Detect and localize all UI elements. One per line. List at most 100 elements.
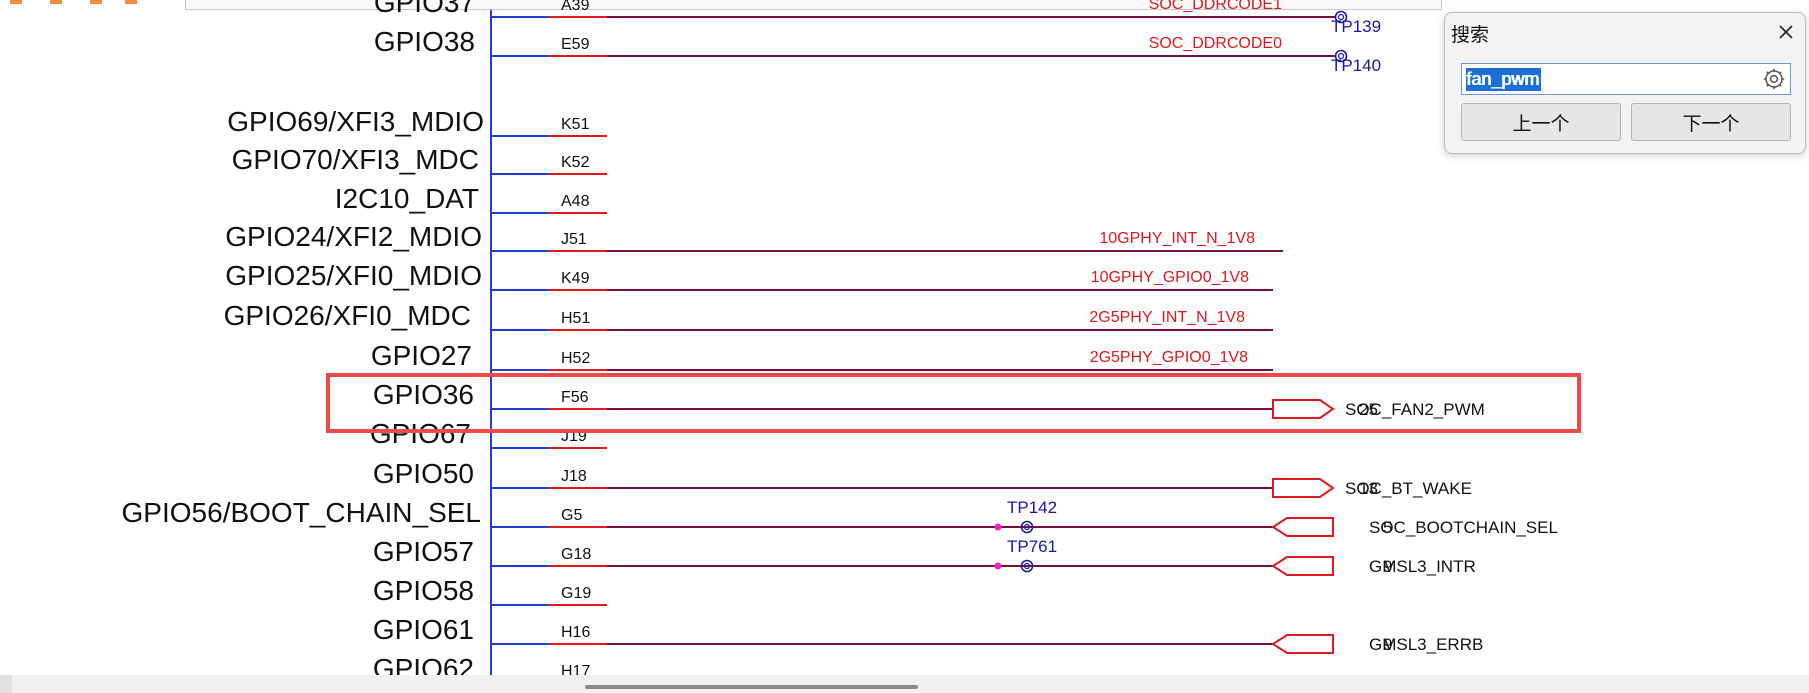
pin-name[interactable]: GPIO36	[373, 379, 474, 410]
pin-name[interactable]: GPIO24/XFI2_MDIO	[225, 221, 482, 252]
pin-name[interactable]: GPIO26/XFI0_MDC	[224, 300, 471, 331]
schematic-row: I2C10_DAT A48	[335, 183, 607, 214]
toolbar-fragment	[10, 0, 22, 4]
gear-icon[interactable]	[1762, 67, 1786, 91]
pin-name[interactable]: GPIO56/BOOT_CHAIN_SEL	[122, 497, 481, 528]
ball-number: E59	[561, 36, 590, 53]
port-label[interactable]: SOC_FAN2_PWM	[1345, 400, 1485, 419]
pin-name[interactable]: GPIO61	[373, 614, 474, 645]
junction-dot	[994, 523, 1002, 531]
port-label[interactable]: GMSL3_ERRB	[1369, 635, 1483, 654]
ball-number: K51	[561, 116, 590, 133]
test-point-label[interactable]: TP142	[1007, 498, 1057, 517]
test-point-icon[interactable]	[1020, 559, 1034, 573]
ball-number: A39	[561, 0, 590, 14]
port-page-number: 9	[1383, 557, 1392, 576]
ball-number: H16	[561, 624, 590, 641]
net-label[interactable]: 10GPHY_INT_N_1V8	[1099, 230, 1255, 247]
schematic-row: GPIO25/XFI0_MDIO K49 10GPHY_GPIO0_1V8	[225, 260, 1273, 291]
scrollbar-left-end	[0, 675, 12, 693]
previous-button[interactable]: 上一个	[1461, 103, 1621, 141]
schematic-row: GPIO69/XFI3_MDIO K51	[227, 106, 607, 137]
input-port-arrow[interactable]	[1271, 517, 1334, 537]
search-input[interactable]	[1466, 67, 1756, 91]
ball-number: G18	[561, 546, 591, 563]
test-point-label[interactable]: TP761	[1007, 537, 1057, 556]
input-port-arrow[interactable]	[1271, 634, 1334, 654]
port-label[interactable]: GMSL3_INTR	[1369, 557, 1476, 576]
pin-name[interactable]: GPIO69/XFI3_MDIO	[227, 106, 484, 137]
next-button[interactable]: 下一个	[1631, 103, 1791, 141]
pin-name[interactable]: GPIO27	[371, 340, 472, 371]
schematic-row: GPIO58 G19	[373, 575, 607, 606]
test-point-icon[interactable]	[1020, 520, 1034, 534]
net-label[interactable]: SOC_DDRCODE0	[1149, 35, 1282, 52]
pin-name[interactable]: GPIO62	[373, 653, 474, 675]
port-label[interactable]: SOC_BOOTCHAIN_SEL	[1369, 518, 1558, 537]
ball-number: K52	[561, 154, 590, 171]
toolbar-fragment	[90, 0, 102, 4]
junction-dot	[994, 562, 1002, 570]
ball-number: K49	[561, 270, 590, 287]
test-point-label[interactable]: TP139	[1331, 17, 1381, 36]
test-point-inner	[1023, 523, 1031, 531]
horizontal-scrollbar[interactable]	[0, 675, 1809, 693]
pin-name[interactable]: GPIO38	[374, 26, 475, 57]
port-page-number: 13	[1359, 479, 1378, 498]
schematic-row: GPIO70/XFI3_MDC K52	[232, 144, 607, 175]
search-field[interactable]: fan_pwm	[1461, 63, 1791, 95]
test-point-label[interactable]: TP140	[1331, 56, 1381, 75]
net-label[interactable]: 2G5PHY_GPIO0_1V8	[1090, 349, 1248, 366]
port-label[interactable]: SOC_BT_WAKE	[1345, 479, 1472, 498]
output-port-arrow[interactable]	[1272, 399, 1335, 419]
net-label[interactable]: 2G5PHY_INT_N_1V8	[1089, 309, 1245, 326]
test-point-icon[interactable]	[1334, 10, 1348, 24]
pin-name[interactable]: GPIO70/XFI3_MDC	[232, 144, 479, 175]
search-dialog-title: 搜索	[1451, 25, 1490, 46]
pin-name[interactable]: GPIO37	[374, 0, 475, 18]
pin-name[interactable]: GPIO58	[373, 575, 474, 606]
pin-name[interactable]: GPIO67	[370, 418, 471, 449]
search-dialog[interactable]: 搜索 fan_pwm 上一个 下一个	[1444, 12, 1806, 154]
pin-name[interactable]: GPIO57	[373, 536, 474, 567]
close-button[interactable]	[1773, 19, 1799, 45]
test-point-icon[interactable]	[1334, 49, 1348, 63]
port-page-number: 25	[1359, 400, 1378, 419]
ball-number: F56	[561, 389, 589, 406]
search-result-highlight	[326, 373, 1581, 433]
pin-name[interactable]: GPIO25/XFI0_MDIO	[225, 260, 482, 291]
net-label[interactable]: 10GPHY_GPIO0_1V8	[1091, 269, 1249, 286]
schematic-row: GPIO62 H17	[373, 653, 591, 675]
toolbar-fragment	[50, 0, 62, 4]
output-port-arrow[interactable]	[1272, 478, 1335, 498]
port-page-number: 5	[1383, 518, 1392, 537]
scrollbar-thumb[interactable]	[585, 685, 918, 689]
top-toolbar-edge	[185, 0, 1442, 10]
ball-number: H17	[561, 663, 590, 675]
ball-number: A48	[561, 193, 590, 210]
input-port-arrow[interactable]	[1271, 556, 1334, 576]
close-icon	[1779, 25, 1793, 39]
net-label[interactable]: SOC_DDRCODE1	[1149, 0, 1282, 13]
ball-number: G19	[561, 585, 591, 602]
test-point-inner	[1337, 13, 1345, 21]
ball-number: J18	[561, 468, 587, 485]
pin-name[interactable]: I2C10_DAT	[335, 183, 479, 214]
toolbar-fragment	[125, 0, 137, 4]
test-point-inner	[1337, 52, 1345, 60]
schematic-row: GPIO26/XFI0_MDC H51 2G5PHY_INT_N_1V8	[224, 300, 1273, 331]
ball-number: H51	[561, 310, 590, 327]
pin-name[interactable]: GPIO50	[373, 458, 474, 489]
test-point-inner	[1023, 562, 1031, 570]
port-page-number: 9	[1383, 635, 1392, 654]
